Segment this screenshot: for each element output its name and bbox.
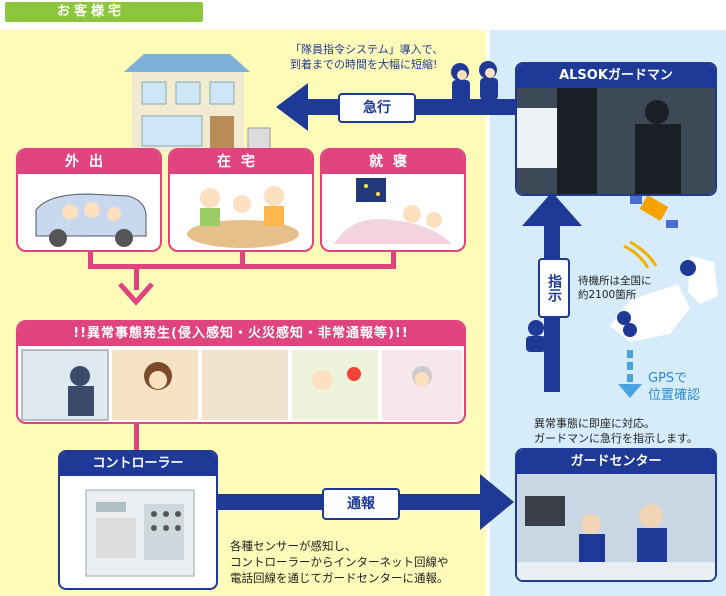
top-note-line-1: 「隊員指令システム」導入で、 [290,43,444,56]
center-note-line-1: 異常事態に即座に対応。 [534,417,655,430]
guardman-photo [517,88,715,194]
guard-center-photo [517,474,715,580]
japan-map-illustration [590,196,720,396]
sleeping-icon [334,178,452,244]
shiji-label: 指示 [538,258,570,318]
tsuhou-label: 通報 [322,488,400,520]
gps-label-line-1: GPSで [648,371,688,386]
family-dinner-icon [187,186,299,248]
controller-note-line-2: コントローラーからインターネット回線や [230,555,449,569]
waiting-note: 待機所は全国に 約2100箇所 [578,274,688,302]
house-illustration [118,48,278,153]
guard-figure [516,316,556,356]
situation-home: 在宅 [168,148,314,252]
controller-note-line-1: 各種センサーが感知し、 [230,539,357,553]
family-car-icon [35,193,147,247]
controller-note: 各種センサーが感知し、 コントローラーからインターネット回線や 電話回線を通じて… [230,538,486,586]
waiting-note-line-2: 約2100箇所 [578,289,637,301]
situations-connector [88,250,408,312]
guard-center-title: ガードセンター [517,450,715,474]
waiting-note-line-1: 待機所は全国に [578,275,652,287]
kyukou-label: 急行 [338,93,416,123]
gps-arrow-icon [618,350,642,400]
emergency-controller-connector [134,422,139,452]
gps-label: GPSで 位置確認 [648,370,720,404]
emergency-title: !!異常事態発生(侵入感知・火災感知・非常通報等)!! [18,322,464,346]
situation-sleep: 就寝 [320,148,466,252]
situation-home-label: 在宅 [170,150,312,174]
top-note: 「隊員指令システム」導入で、 到着までの時間を大幅に短縮! [290,42,490,72]
center-note-line-2: ガードマンに急行を指示します。 [534,432,698,445]
guard-center-card: ガードセンター [515,448,717,582]
guardman-title: ALSOKガードマン [517,64,715,88]
situation-out-label: 外出 [18,150,160,174]
situation-sleep-label: 就寝 [322,150,464,174]
guardman-card: ALSOKガードマン [515,62,717,196]
top-note-line-2: 到着までの時間を大幅に短縮! [290,58,438,71]
controller-card: コントローラー [58,450,218,590]
controller-note-line-3: 電話回線を通じてガードセンターに通報。 [230,571,449,585]
controller-title: コントローラー [60,452,216,476]
situation-out: 外出 [16,148,162,252]
header-tag: お客様宅 [5,2,203,22]
emergency-panel: !!異常事態発生(侵入感知・火災感知・非常通報等)!! [16,320,466,424]
emergency-scenes-icon [21,349,462,421]
gps-label-line-2: 位置確認 [648,388,701,403]
controller-device-icon [85,489,195,577]
center-note: 異常事態に即座に対応。 ガードマンに急行を指示します。 [534,416,724,446]
running-guards-illustration [440,58,520,114]
